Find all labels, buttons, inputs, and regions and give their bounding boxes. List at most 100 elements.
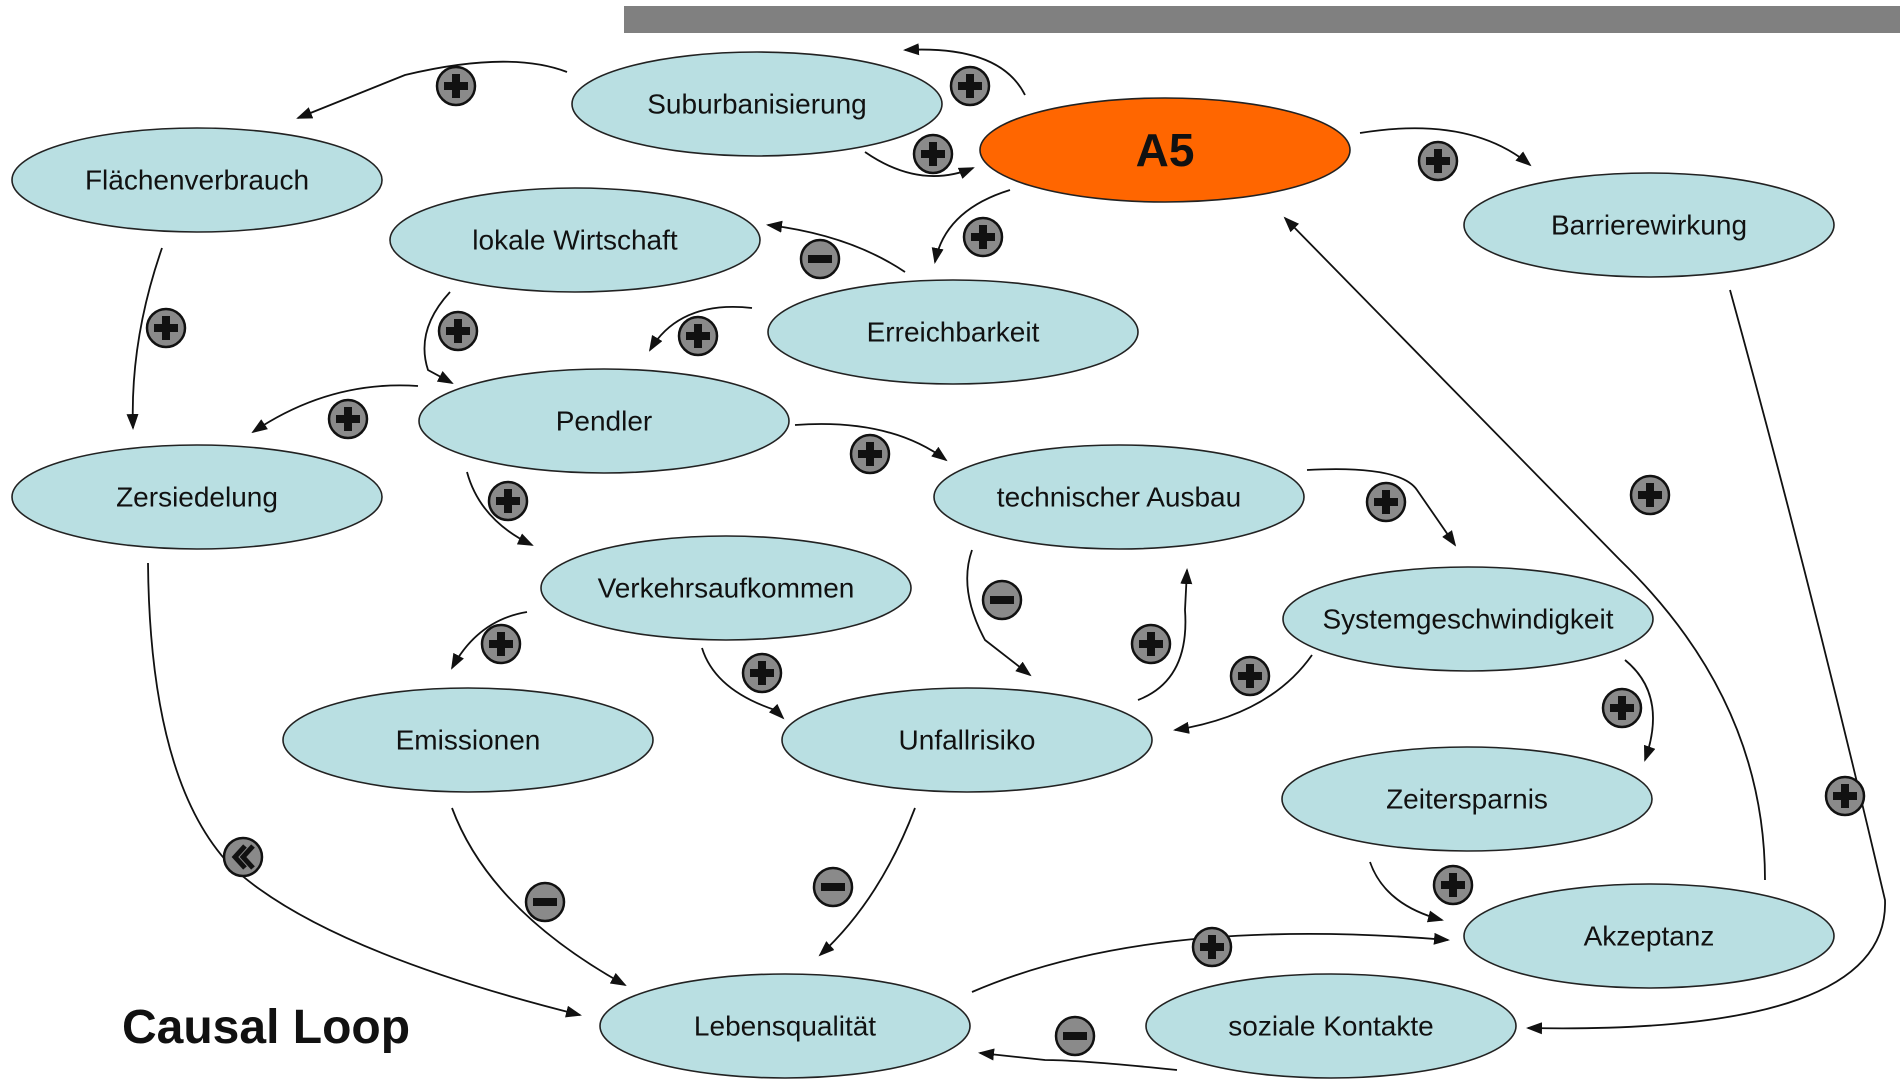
node-label: Zeitersparnis	[1386, 784, 1548, 815]
edge-barrierewirkung-to-soziale-kontakte	[1526, 289, 1886, 1035]
node-ellipse	[1282, 566, 1654, 672]
edge-emissionen-to-lebensqualitaet	[451, 807, 627, 986]
edge-pendler-to-zersiedelung	[251, 384, 419, 434]
node-label: Flächenverbrauch	[85, 165, 309, 196]
edge-unfallrisiko-to-technischer-ausbau	[1137, 568, 1193, 701]
node-lokale-wirtschaft: lokale Wirtschaft	[389, 187, 761, 293]
top-decorative-bar	[624, 6, 1900, 33]
sign-plus-icon	[437, 310, 479, 352]
sign-minus-icon	[799, 238, 841, 280]
node-ellipse	[1463, 883, 1835, 989]
sign-plus-icon	[1417, 140, 1459, 182]
sign-plus-icon	[487, 480, 529, 522]
sign-plus-icon	[1601, 687, 1643, 729]
sign-minus-icon	[524, 881, 566, 923]
sign-plus-icon	[327, 398, 369, 440]
edge-flaechenverbrauch-to-zersiedelung	[126, 247, 163, 430]
node-label: lokale Wirtschaft	[472, 225, 678, 256]
node-label: A5	[1136, 124, 1195, 176]
sign-minus-icon	[981, 579, 1023, 621]
node-technischer-ausbau: technischer Ausbau	[933, 444, 1305, 550]
sign-plus-icon	[962, 216, 1004, 258]
edge-soziale-kontakte-to-lebensqualitaet	[978, 1048, 1178, 1071]
node-label: Barrierewirkung	[1551, 210, 1747, 241]
sign-plus-icon	[1191, 926, 1233, 968]
node-unfallrisiko: Unfallrisiko	[781, 687, 1153, 793]
sign-plus-icon	[849, 433, 891, 475]
node-ellipse	[389, 187, 761, 293]
edge-zeitersparnis-to-akzeptanz	[1369, 861, 1444, 923]
sign-plus-icon	[741, 652, 783, 694]
node-ellipse	[11, 444, 383, 550]
sign-plus-icon	[912, 133, 954, 175]
sign-plus-icon	[1824, 775, 1866, 817]
node-pendler: Pendler	[418, 368, 790, 474]
node-barrierewirkung: Barrierewirkung	[1463, 172, 1835, 278]
edge-systemgeschwindigkeit-to-zeitersparnis	[1624, 659, 1656, 762]
sign-plus-icon	[435, 65, 477, 107]
node-zersiedelung: Zersiedelung	[11, 444, 383, 550]
node-ellipse	[1281, 746, 1653, 852]
edge-technischer-ausbau-to-unfallrisiko	[966, 549, 1032, 677]
node-label: Unfallrisiko	[899, 725, 1036, 756]
node-erreichbarkeit: Erreichbarkeit	[767, 279, 1139, 385]
edge-erreichbarkeit-to-pendler	[648, 306, 753, 352]
node-ellipse	[599, 973, 971, 1079]
node-emissionen: Emissionen	[282, 687, 654, 793]
edge-pendler-to-technischer-ausbau	[794, 423, 948, 462]
sign-plus-icon	[949, 65, 991, 107]
node-label: Pendler	[556, 406, 653, 437]
edge-erreichbarkeit-to-lokale-wirtschaft	[766, 220, 906, 273]
sign-plus-icon	[1229, 655, 1271, 697]
edge-pendler-to-verkehrsaufkommen	[466, 471, 534, 546]
node-ellipse	[767, 279, 1139, 385]
node-ellipse	[418, 368, 790, 474]
node-zeitersparnis: Zeitersparnis	[1281, 746, 1653, 852]
node-label: Systemgeschwindigkeit	[1322, 604, 1613, 635]
edge-verkehrsaufkommen-to-emissionen	[451, 611, 528, 670]
sign-plus-icon	[1365, 481, 1407, 523]
node-label: Verkehrsaufkommen	[598, 573, 855, 604]
node-label: technischer Ausbau	[997, 482, 1241, 513]
node-ellipse	[11, 127, 383, 233]
edge-a5-to-suburbanisierung	[903, 43, 1026, 96]
edge-suburbanisierung-to-flaechenverbrauch	[296, 60, 568, 119]
sign-plus-icon	[1629, 474, 1671, 516]
node-ellipse	[282, 687, 654, 793]
diagram-title: Causal Loop	[122, 1001, 411, 1054]
edges-layer	[126, 43, 1886, 1071]
node-ellipse	[933, 444, 1305, 550]
sign-minus-icon	[1054, 1015, 1096, 1057]
node-ellipse	[979, 97, 1351, 203]
edge-lokale-wirtschaft-to-pendler	[423, 291, 454, 384]
edge-unfallrisiko-to-lebensqualitaet	[818, 807, 916, 957]
node-ellipse	[1145, 973, 1517, 1079]
node-label: Lebensqualität	[694, 1011, 876, 1042]
node-systemgeschwindigkeit: Systemgeschwindigkeit	[1282, 566, 1654, 672]
edge-akzeptanz-to-a5	[1283, 216, 1766, 881]
node-soziale-kontakte: soziale Kontakte	[1145, 973, 1517, 1079]
edge-suburbanisierung-to-a5	[864, 151, 975, 179]
sign-plus-icon	[145, 307, 187, 349]
node-label: Emissionen	[396, 725, 541, 756]
node-suburbanisierung: Suburbanisierung	[571, 51, 943, 157]
node-ellipse	[540, 535, 912, 641]
node-flaechenverbrauch: Flächenverbrauch	[11, 127, 383, 233]
node-label: soziale Kontakte	[1228, 1011, 1433, 1042]
sign-plus-icon	[480, 623, 522, 665]
sign-plus-icon	[1432, 864, 1474, 906]
sign-feedback-icon	[222, 836, 264, 878]
node-verkehrsaufkommen: Verkehrsaufkommen	[540, 535, 912, 641]
node-label: Zersiedelung	[116, 482, 278, 513]
edge-technischer-ausbau-to-systemgeschwindigkeit	[1306, 468, 1457, 547]
node-ellipse	[1463, 172, 1835, 278]
sign-plus-icon	[677, 315, 719, 357]
edge-lebensqualitaet-to-akzeptanz	[971, 932, 1450, 993]
edge-verkehrsaufkommen-to-unfallrisiko	[701, 647, 785, 720]
sign-minus-icon	[812, 866, 854, 908]
node-a5: A5	[979, 97, 1351, 203]
node-label: Erreichbarkeit	[867, 317, 1040, 348]
edge-a5-to-erreichbarkeit	[931, 189, 1011, 264]
